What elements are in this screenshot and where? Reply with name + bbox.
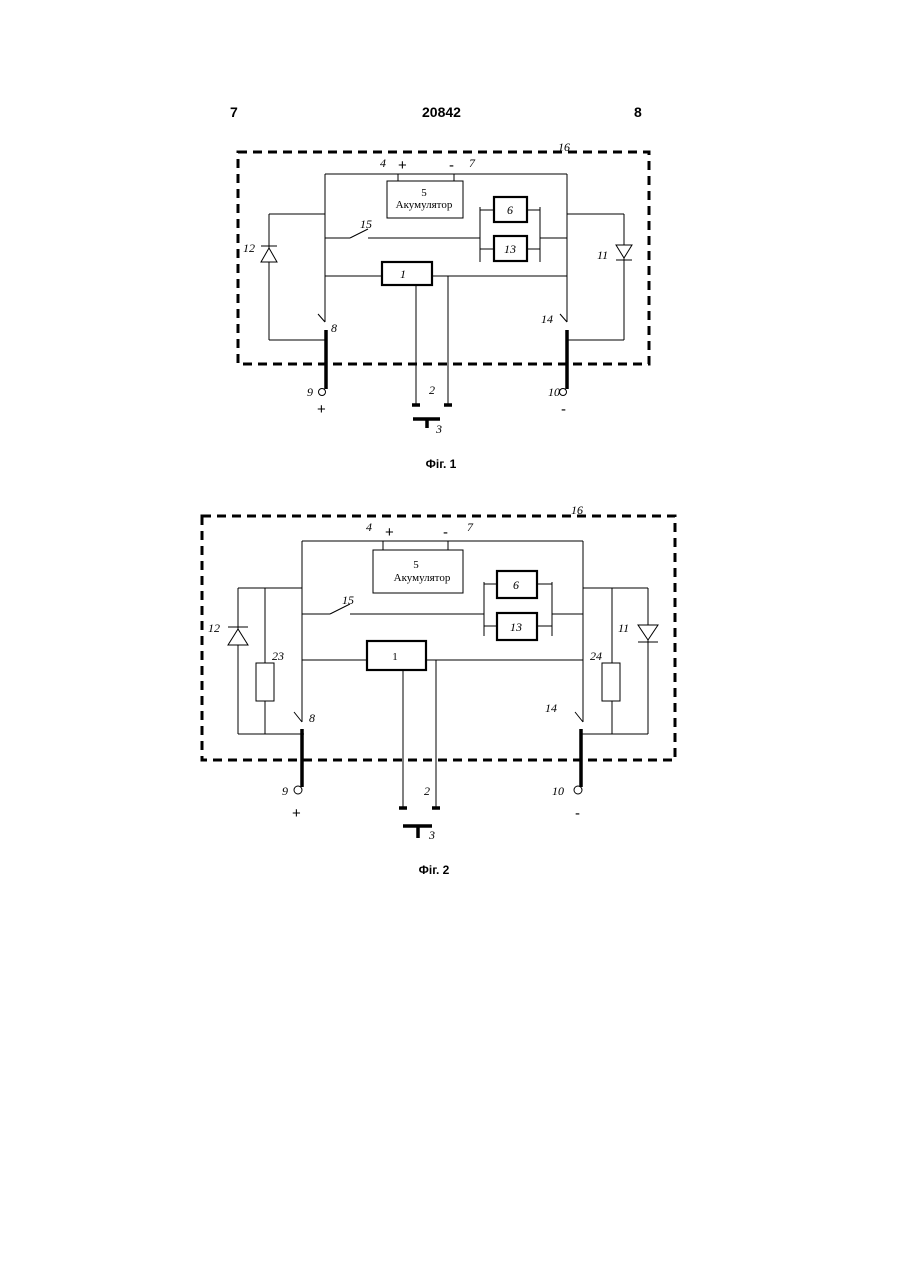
diode-12	[261, 246, 277, 262]
figure-1-caption: Фіг. 1	[426, 457, 457, 471]
label-4: 4	[380, 156, 386, 170]
label-2: 2	[429, 383, 435, 397]
switch-8	[294, 712, 302, 722]
label-16: 16	[558, 140, 570, 154]
battery-label: Акумулятор	[396, 199, 453, 211]
figure-2-caption: Фіг. 2	[419, 863, 450, 877]
figure-2: 5 Акумулятор 6 13 1 4 + - 7 16 15 12 11 …	[202, 503, 675, 877]
battery-plus: +	[398, 157, 407, 174]
label-24: 24	[590, 649, 602, 663]
label-6: 6	[513, 578, 519, 592]
label-13: 13	[504, 242, 516, 256]
terminal-9	[319, 389, 326, 396]
label-9: 9	[282, 784, 288, 798]
label-4: 4	[366, 520, 372, 534]
resistor-23	[256, 663, 274, 701]
resistor-24	[602, 663, 620, 701]
label-12: 12	[243, 241, 255, 255]
label-14: 14	[545, 701, 557, 715]
label-16: 16	[571, 503, 583, 517]
label-2: 2	[424, 784, 430, 798]
terminal-minus: -	[575, 805, 580, 822]
label-12: 12	[208, 621, 220, 635]
label-11: 11	[618, 621, 629, 635]
label-10: 10	[548, 385, 560, 399]
block-1	[382, 262, 432, 285]
battery-label: Акумулятор	[394, 572, 451, 584]
terminal-plus: +	[292, 805, 301, 822]
label-15: 15	[342, 593, 354, 607]
figure-1: 5 Акумулятор 6 13 1 4 + - 7 16 15 12 11 …	[238, 140, 649, 471]
diode-12	[228, 627, 248, 645]
battery-minus: -	[449, 157, 454, 174]
label-3: 3	[435, 422, 442, 436]
connector-2	[412, 405, 452, 428]
switch-8	[318, 314, 325, 322]
label-13: 13	[510, 620, 522, 634]
label-15: 15	[360, 217, 372, 231]
label-7: 7	[469, 156, 476, 170]
label-10: 10	[552, 784, 564, 798]
label-7: 7	[467, 520, 474, 534]
label-11: 11	[597, 248, 608, 262]
diode-11	[638, 625, 658, 642]
battery-minus: -	[443, 524, 448, 541]
terminal-plus: +	[317, 401, 326, 418]
terminal-10	[574, 786, 582, 794]
switch-14	[575, 712, 583, 722]
diode-11	[616, 245, 632, 260]
battery-number: 5	[413, 559, 419, 571]
battery-number: 5	[421, 187, 427, 199]
label-3: 3	[428, 828, 435, 842]
battery-plus: +	[385, 524, 394, 541]
label-9: 9	[307, 385, 313, 399]
label-8: 8	[309, 711, 315, 725]
label-8: 8	[331, 321, 337, 335]
label-14: 14	[541, 312, 553, 326]
terminal-10	[560, 389, 567, 396]
label-23: 23	[272, 649, 284, 663]
label-6: 6	[507, 203, 513, 217]
label-1: 1	[400, 267, 406, 281]
switch-14	[560, 314, 567, 322]
terminal-minus: -	[561, 401, 566, 418]
label-1: 1	[392, 651, 398, 663]
terminal-9	[294, 786, 302, 794]
